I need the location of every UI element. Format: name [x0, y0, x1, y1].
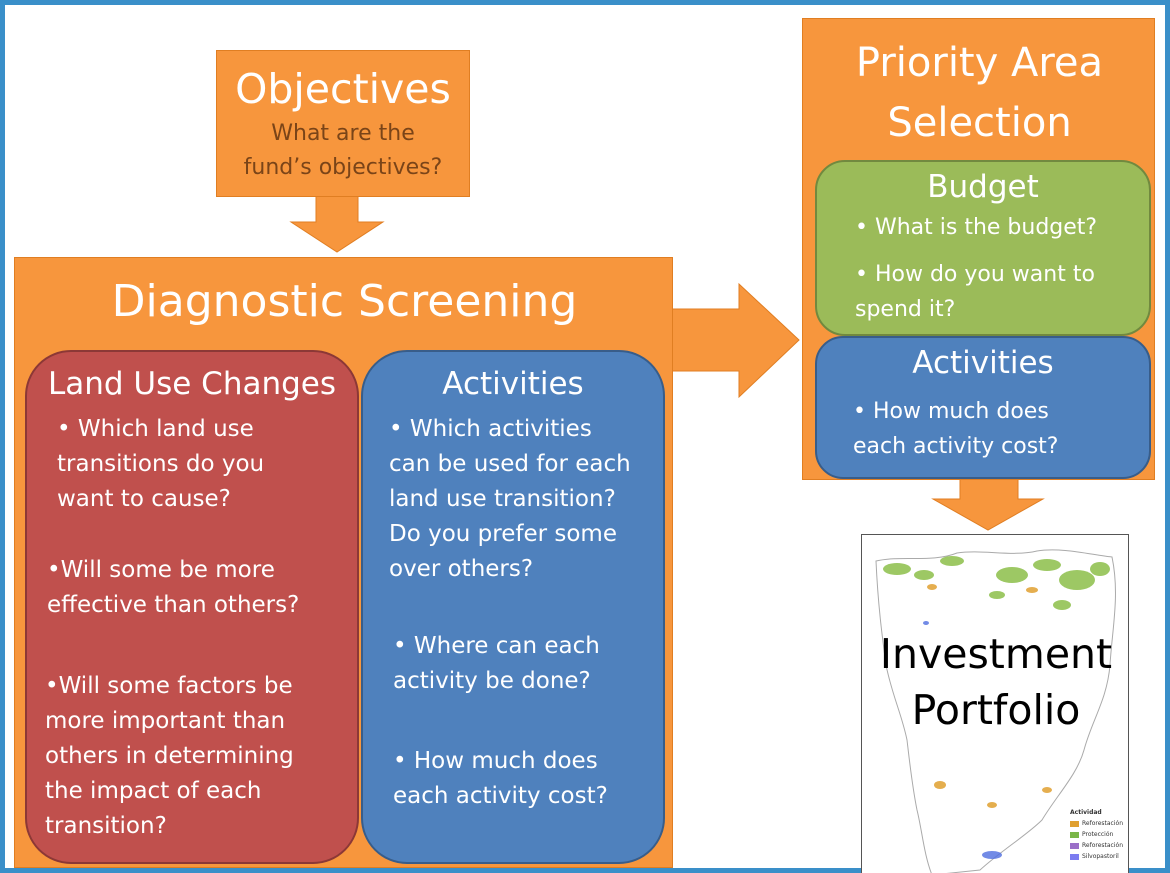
land-use-q1-line: • Which land use	[57, 416, 254, 442]
budget-box: Budget • What is the budget? • How do yo…	[815, 160, 1151, 336]
activities-q3-line: each activity cost?	[393, 783, 608, 809]
land-use-changes-title: Land Use Changes	[47, 366, 337, 402]
legend-item: Reforestación	[1070, 840, 1128, 851]
land-use-q3-line: transition?	[45, 813, 167, 839]
land-use-q2-line: effective than others?	[47, 592, 300, 618]
objectives-title: Objectives	[235, 65, 451, 113]
activities-q1-line: can be used for each	[389, 451, 631, 477]
arrow-priority-to-portfolio	[931, 474, 1045, 531]
activities-title-diagnostic: Activities	[442, 366, 584, 402]
budget-question-2: • How do you want to spend it?	[855, 257, 1095, 327]
arrow-diagnostic-to-priority	[667, 282, 800, 399]
activities-priority-question: • How much does each activity cost?	[853, 394, 1058, 464]
activities-q1-line: • Which activities	[389, 416, 592, 442]
priority-area-selection-title: Priority Area Selection	[803, 33, 1156, 153]
budget-q2-line: • How do you want to	[855, 262, 1095, 287]
activities-question-2: • Where can each activity be done?	[393, 629, 600, 699]
land-use-q2-line: •Will some be more	[47, 557, 275, 583]
activities-box-priority: Activities • How much does each activity…	[815, 336, 1151, 479]
activities-question-1: • Which activities can be used for each …	[389, 412, 631, 587]
investment-portfolio-map: Investment Portfolio Actividad Reforesta…	[861, 534, 1129, 873]
legend-item: Protección	[1070, 829, 1128, 840]
objectives-question-line-1: What are the	[271, 121, 415, 146]
activities-q3-line: • How much does	[393, 748, 598, 774]
objectives-box: Objectives What are the fund’s objective…	[216, 50, 470, 197]
activities-question-3: • How much does each activity cost?	[393, 744, 608, 814]
activities-q2-line: activity be done?	[393, 668, 591, 694]
land-use-q1-line: want to cause?	[57, 486, 231, 512]
legend-swatch	[1070, 820, 1079, 827]
reforestation-patches	[927, 584, 1052, 808]
region-map	[875, 549, 1116, 873]
priority-title-line-2: Selection	[887, 100, 1072, 146]
budget-q2-line: spend it?	[855, 297, 956, 322]
region-outline	[875, 549, 1116, 873]
land-use-changes-box: Land Use Changes • Which land use transi…	[25, 350, 359, 864]
land-use-question-1: • Which land use transitions do you want…	[57, 412, 264, 517]
diagnostic-screening-title: Diagnostic Screening	[111, 276, 578, 327]
land-use-q1-line: transitions do you	[57, 451, 265, 477]
arrow-objectives-to-diagnostic	[289, 190, 385, 253]
silvopastoral-patches	[923, 621, 1002, 859]
priority-title-line-1: Priority Area	[855, 40, 1104, 86]
land-use-q3-line: the impact of each	[45, 778, 262, 804]
activities-priority-q1-line: each activity cost?	[853, 434, 1059, 459]
activities-priority-q1-line: • How much does	[853, 399, 1049, 424]
legend-swatch	[1070, 831, 1079, 838]
land-use-question-2: •Will some be more effective than others…	[47, 553, 299, 623]
land-use-q3-line: more important than	[45, 708, 286, 734]
budget-title: Budget	[927, 169, 1039, 205]
activities-q1-line: over others?	[389, 556, 534, 582]
legend-label: Reforestación	[1082, 820, 1123, 827]
legend-label: Silvopastoril	[1082, 853, 1119, 860]
objectives-question-line-2: fund’s objectives?	[243, 155, 443, 180]
investment-portfolio-title: Investment Portfolio	[862, 626, 1128, 738]
legend-item: Silvopastoril	[1070, 851, 1128, 862]
legend-swatch	[1070, 853, 1079, 860]
map-legend: Actividad Reforestación Protección Refor…	[1070, 807, 1128, 862]
legend-swatch	[1070, 842, 1079, 849]
activities-q1-line: land use transition?	[389, 486, 616, 512]
land-use-q3-line: •Will some factors be	[45, 673, 293, 699]
legend-label: Reforestación	[1082, 842, 1123, 849]
land-use-question-3: •Will some factors be more important tha…	[45, 669, 294, 844]
legend-label: Protección	[1082, 831, 1114, 838]
portfolio-title-line-2: Portfolio	[911, 686, 1081, 734]
legend-item: Reforestación	[1070, 818, 1128, 829]
activities-box-diagnostic: Activities • Which activities can be use…	[361, 350, 665, 864]
vegetation-patches	[883, 556, 1110, 610]
land-use-q3-line: others in determining	[45, 743, 294, 769]
portfolio-title-line-1: Investment	[879, 630, 1113, 678]
activities-title-priority: Activities	[912, 345, 1054, 381]
activities-q2-line: • Where can each	[393, 633, 600, 659]
budget-question-1: • What is the budget?	[855, 215, 1098, 240]
legend-title: Actividad	[1070, 809, 1102, 816]
activities-q1-line: Do you prefer some	[389, 521, 617, 547]
